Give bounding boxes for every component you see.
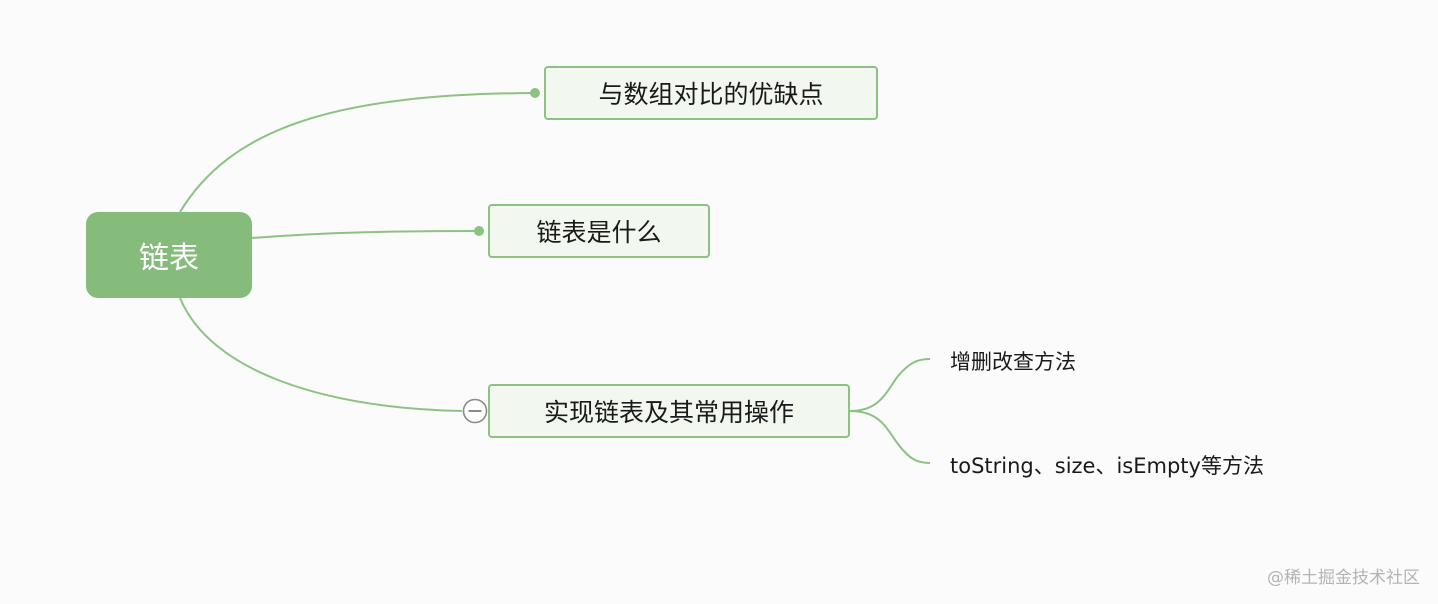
connector-root-to-topic-2 [251, 230, 479, 239]
connector-dot [474, 226, 484, 236]
subtopic-label[interactable]: 增删改查方法 [950, 350, 1076, 374]
topic-node[interactable]: 实现链表及其常用操作 [488, 384, 850, 438]
connector-root-to-topic-1 [179, 92, 535, 213]
topic-node-label: 实现链表及其常用操作 [543, 398, 794, 427]
topic-node-label: 链表是什么 [536, 218, 662, 247]
root-node-label: 链表 [139, 241, 199, 276]
topic-node-label: 与数组对比的优缺点 [598, 80, 824, 109]
minus-circle-icon[interactable] [462, 398, 488, 424]
topic-node[interactable]: 与数组对比的优缺点 [544, 66, 878, 120]
connector-dot [530, 88, 540, 98]
watermark: @稀土掘金技术社区 [1267, 568, 1420, 588]
connector-topic-3-to-sub-1 [849, 358, 931, 412]
root-node[interactable]: 链表 [86, 212, 252, 298]
connector-root-to-topic-3 [179, 297, 463, 412]
connector-topic-3-to-sub-2 [849, 410, 931, 464]
subtopic-label[interactable]: toString、size、isEmpty等方法 [950, 454, 1264, 478]
topic-node[interactable]: 链表是什么 [488, 204, 710, 258]
